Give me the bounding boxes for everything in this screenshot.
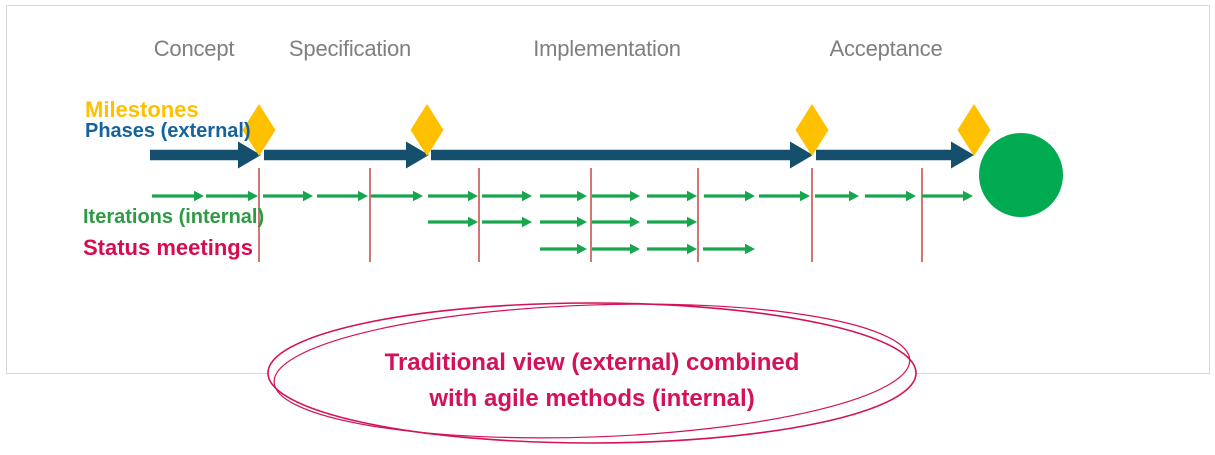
end-circle	[979, 133, 1063, 217]
milestone-diamond	[410, 104, 444, 156]
milestone-diamond	[795, 104, 829, 156]
legend-phases-external: Phases (external)	[85, 120, 251, 142]
iteration-arrowhead	[745, 190, 755, 202]
iteration-arrowhead	[194, 190, 204, 202]
phase-label-implementation: Implementation	[533, 36, 681, 61]
iteration-arrowhead	[303, 190, 313, 202]
iteration-arrowhead	[687, 243, 697, 255]
iteration-arrowhead	[906, 190, 916, 202]
legend-status-meetings: Status meetings	[83, 235, 253, 260]
phase-label-acceptance: Acceptance	[829, 36, 943, 61]
iteration-arrowhead	[687, 190, 697, 202]
callout-ellipse-inner	[273, 303, 911, 439]
iteration-arrowhead	[358, 190, 368, 202]
iteration-arrowhead	[963, 190, 973, 202]
iteration-arrowhead	[630, 190, 640, 202]
iteration-arrowhead	[745, 243, 755, 255]
iteration-arrowhead	[468, 216, 478, 228]
callout-line-2: with agile methods (internal)	[429, 385, 755, 412]
iteration-arrowhead	[800, 190, 810, 202]
iteration-arrowhead	[522, 190, 532, 202]
iteration-arrowhead	[522, 216, 532, 228]
callout-text: Traditional view (external) combined wit…	[385, 345, 800, 417]
iteration-arrowhead	[248, 190, 258, 202]
callout-ellipse	[267, 302, 917, 444]
iteration-arrowhead	[630, 243, 640, 255]
iteration-arrowhead	[577, 216, 587, 228]
legend-milestones: Milestones	[85, 97, 199, 122]
callout-line-1: Traditional view (external) combined	[384, 349, 800, 376]
phase-arrowhead	[238, 141, 261, 169]
iteration-arrowhead	[577, 243, 587, 255]
iteration-arrowhead	[687, 216, 697, 228]
phase-arrowhead	[790, 141, 813, 169]
iteration-arrowhead	[577, 190, 587, 202]
milestone-diamond	[242, 104, 276, 156]
iteration-arrowhead	[468, 190, 478, 202]
iteration-arrowhead	[630, 216, 640, 228]
phase-arrowhead	[951, 141, 974, 169]
milestone-diamond	[957, 104, 991, 156]
phase-arrowhead	[406, 141, 429, 169]
phase-label-concept: Concept	[153, 36, 235, 61]
iteration-arrowhead	[849, 190, 859, 202]
iteration-arrowhead	[413, 190, 423, 202]
phase-label-specification: Specification	[288, 36, 412, 61]
legend-iterations-internal: Iterations (internal)	[83, 206, 265, 228]
